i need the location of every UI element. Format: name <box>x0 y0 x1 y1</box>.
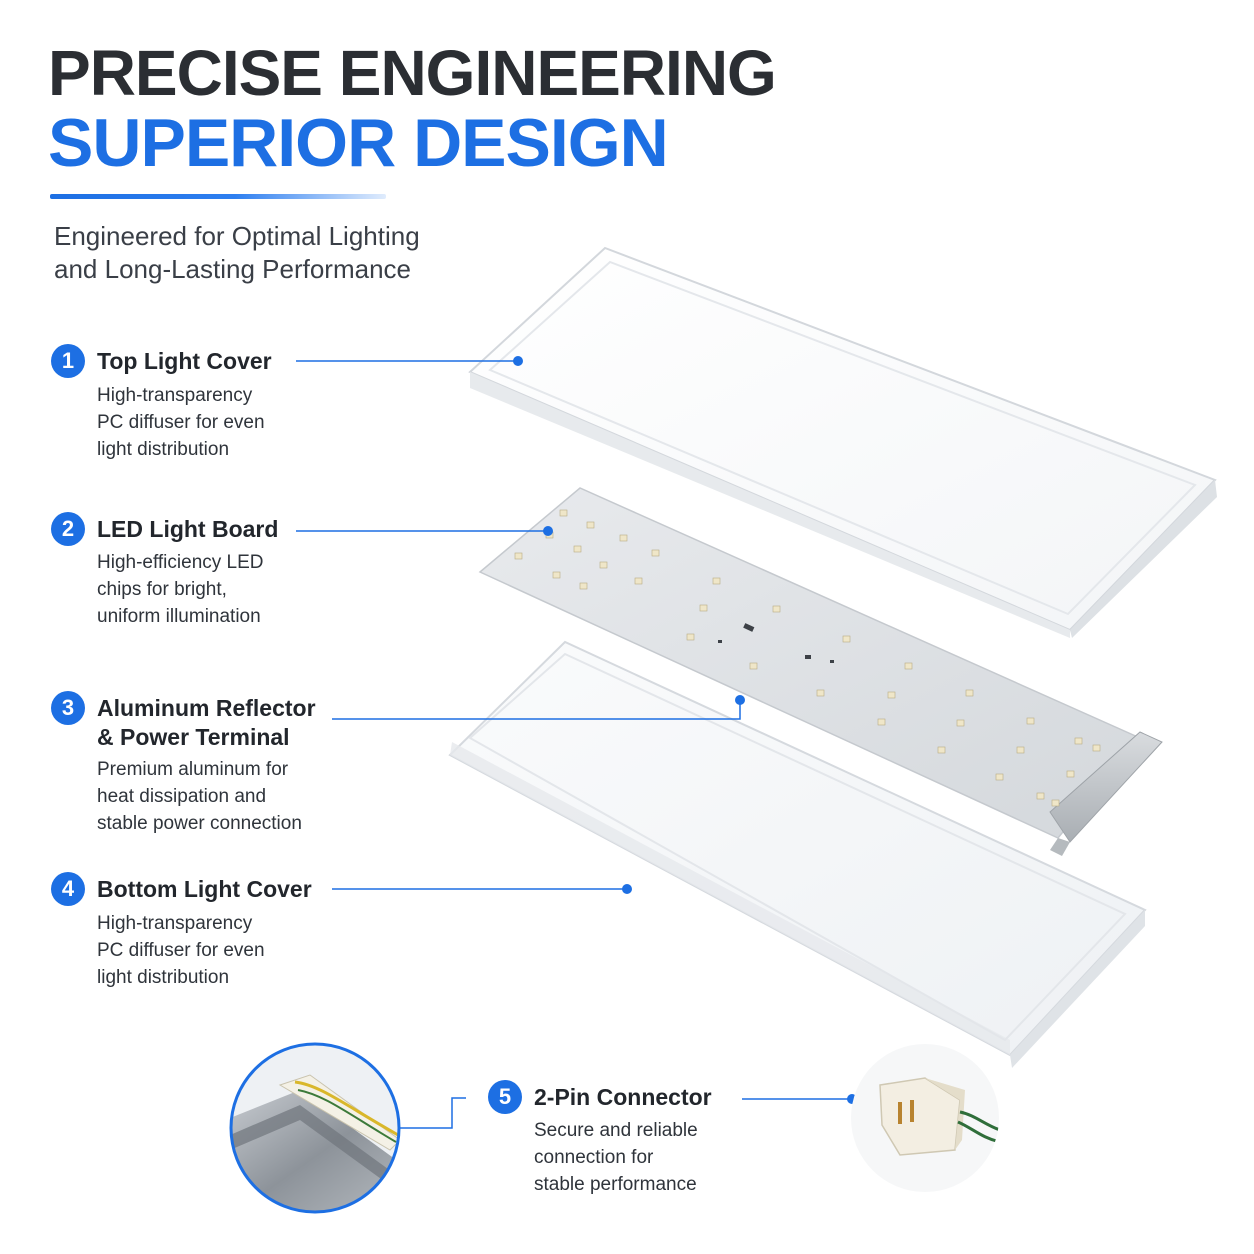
desc-line: Premium aluminum for <box>97 759 289 780</box>
desc-line: Secure and reliable <box>534 1120 698 1141</box>
bottom-light-cover-graphic <box>448 640 1147 1068</box>
callout-line-3 <box>332 702 741 720</box>
feature-desc-bottom-light-cover: High-transparency PC diffuser for even l… <box>97 910 265 991</box>
desc-line: light distribution <box>97 967 230 988</box>
callout-line-5-left <box>400 1097 466 1129</box>
callout-dot-2 <box>543 526 553 536</box>
desc-line: High-transparency <box>97 913 253 934</box>
desc-line: heat dissipation and <box>97 786 267 807</box>
badge-2: 2 <box>51 512 85 546</box>
callout-dot-3 <box>735 695 745 705</box>
desc-line: High-transparency <box>97 385 253 406</box>
callout-dot-1 <box>513 356 523 366</box>
desc-line: PC diffuser for even <box>97 412 265 433</box>
desc-line: stable power connection <box>97 813 302 834</box>
feature-desc-2-pin-connector: Secure and reliable connection for stabl… <box>534 1117 698 1198</box>
subtitle: Engineered for Optimal Lighting and Long… <box>54 220 494 286</box>
callout-dot-4 <box>622 884 632 894</box>
badge-1: 1 <box>51 344 85 378</box>
desc-line: uniform illumination <box>97 606 261 627</box>
desc-line: chips for bright, <box>97 579 227 600</box>
led-light-board-graphic <box>478 487 1163 856</box>
feature-title-2-pin-connector: 2-Pin Connector <box>534 1084 712 1110</box>
feature-desc-aluminum-reflector: Premium aluminum for heat dissipation an… <box>97 756 302 837</box>
feature-title-led-light-board: LED Light Board <box>97 516 279 542</box>
desc-line: High-efficiency LED <box>97 552 264 573</box>
desc-line: light distribution <box>97 439 230 460</box>
badge-5: 5 <box>488 1080 522 1114</box>
feature-title-bottom-light-cover: Bottom Light Cover <box>97 876 312 902</box>
title-line-2: SUPERIOR DESIGN <box>48 105 669 181</box>
connector-closeup-image <box>851 1044 999 1192</box>
title-line-1: PRECISE ENGINEERING <box>48 37 777 109</box>
top-light-cover-graphic <box>468 246 1217 638</box>
title-line: & Power Terminal <box>97 724 290 750</box>
feature-title-aluminum-reflector: Aluminum Reflector & Power Terminal <box>97 694 316 752</box>
feature-desc-led-light-board: High-efficiency LED chips for bright, un… <box>97 549 264 630</box>
title-line: Aluminum Reflector <box>97 695 316 721</box>
desc-line: PC diffuser for even <box>97 940 265 961</box>
desc-line: stable performance <box>534 1174 697 1195</box>
desc-line: connection for <box>534 1147 654 1168</box>
feature-desc-top-light-cover: High-transparency PC diffuser for even l… <box>97 382 265 463</box>
feature-title-top-light-cover: Top Light Cover <box>97 348 272 374</box>
terminal-closeup-image <box>229 1042 401 1214</box>
title-underline <box>50 194 386 199</box>
subtitle-line-2: and Long-Lasting Performance <box>54 254 412 284</box>
badge-4: 4 <box>51 872 85 906</box>
subtitle-line-1: Engineered for Optimal Lighting <box>54 221 420 251</box>
badge-3: 3 <box>51 691 85 725</box>
